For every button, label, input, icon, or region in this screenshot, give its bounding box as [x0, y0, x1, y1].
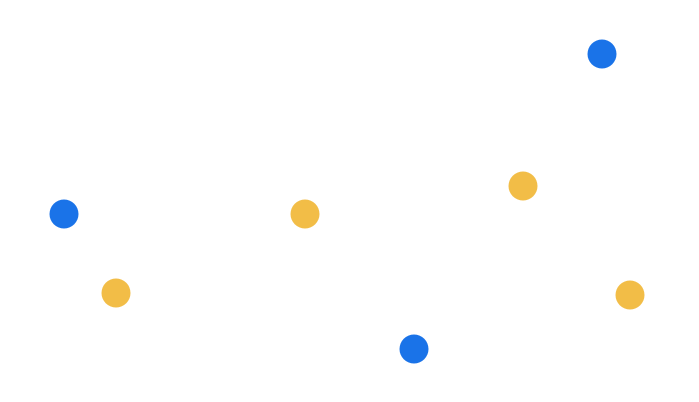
- scatter-point-s1-2: [508, 171, 538, 201]
- scatter-point-s1-0: [101, 278, 131, 308]
- scatter-point-s0-0: [49, 199, 79, 229]
- scatter-point-s0-2: [587, 39, 617, 69]
- scatter-point-s1-1: [290, 199, 320, 229]
- scatter-point-s0-1: [399, 334, 429, 364]
- scatter-point-s1-3: [615, 280, 645, 310]
